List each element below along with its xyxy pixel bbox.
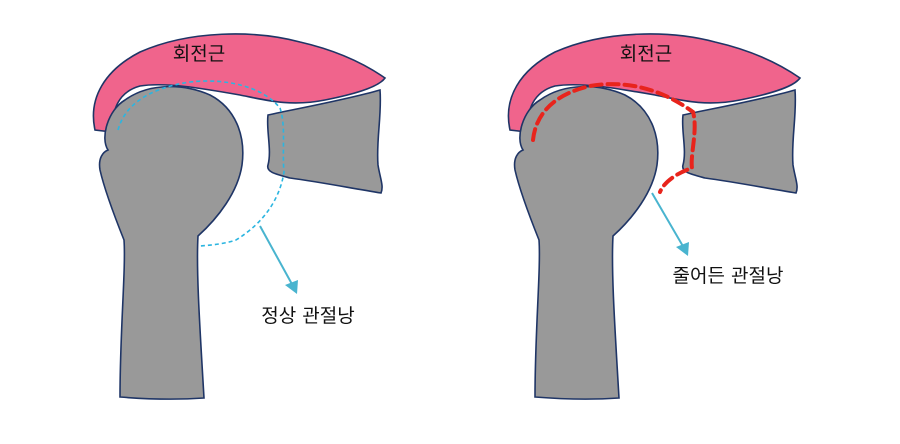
right-capsule-label: 줄어든 관절낭 bbox=[673, 265, 784, 287]
left-capsule-arrowhead bbox=[285, 280, 298, 294]
left-capsule-arrow bbox=[259, 225, 294, 287]
right-muscle-label: 회전근 bbox=[620, 43, 672, 65]
right-humerus-bone bbox=[513, 85, 659, 400]
left-normal-joint-capsule bbox=[117, 80, 285, 247]
left-scapula-bone bbox=[266, 88, 383, 194]
left-muscle-label: 회전근 bbox=[173, 43, 225, 65]
right-scapula-bone bbox=[681, 88, 798, 194]
left-capsule-label: 정상 관절낭 bbox=[261, 305, 354, 327]
right-capsule-arrowhead bbox=[676, 242, 689, 256]
left-rotator-cuff-muscle bbox=[92, 33, 387, 133]
right-rotator-cuff-muscle bbox=[507, 33, 802, 133]
left-panel-normal: 회전근 정상 관절낭 bbox=[92, 33, 387, 400]
left-humerus-bone bbox=[98, 85, 244, 400]
right-panel-shrunken: 회전근 줄어든 관절낭 bbox=[507, 33, 802, 400]
right-capsule-arrow bbox=[651, 192, 685, 249]
right-shrunken-joint-capsule bbox=[531, 82, 697, 194]
